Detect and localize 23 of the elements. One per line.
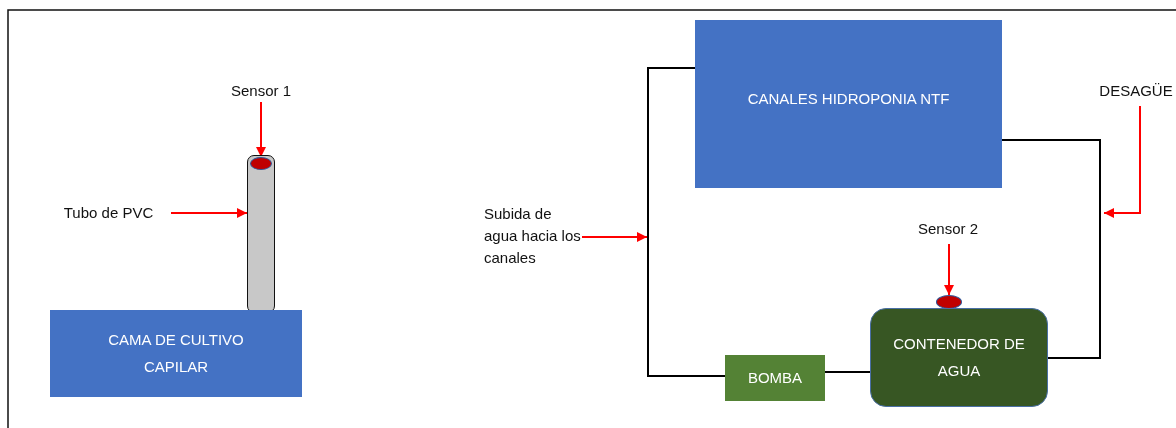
tube-label: Tubo de PVC: [50, 202, 167, 224]
tank-box: [870, 308, 1048, 407]
pipe-line: [824, 371, 871, 373]
sensor-label: Sensor 2: [900, 218, 996, 240]
arrow: [170, 208, 248, 218]
sensor-label: Sensor 1: [213, 80, 309, 102]
process-box: [50, 310, 302, 397]
sensor-dot: [249, 156, 272, 170]
arrow: [581, 232, 648, 242]
box-label: BOMBA: [747, 367, 803, 388]
box-label: CONTENEDOR DE AGUA: [892, 334, 1026, 381]
drain-label: DESAGÜE: [1098, 80, 1174, 102]
arrow: [944, 243, 954, 296]
box-label: CAMA DE CULTIVO CAPILAR: [107, 330, 245, 377]
arrow: [1103, 105, 1141, 218]
sensor-dot: [936, 295, 962, 309]
process-box: [695, 20, 1002, 188]
flow-label: Subida de agua hacia los canales: [484, 196, 582, 276]
process-box: [725, 355, 825, 401]
pipe-line: [1001, 139, 1101, 359]
pipe-line: [647, 67, 726, 377]
box-label: CANALES HIDROPONIA NTF: [747, 89, 950, 109]
pvc-tube: [247, 155, 275, 313]
